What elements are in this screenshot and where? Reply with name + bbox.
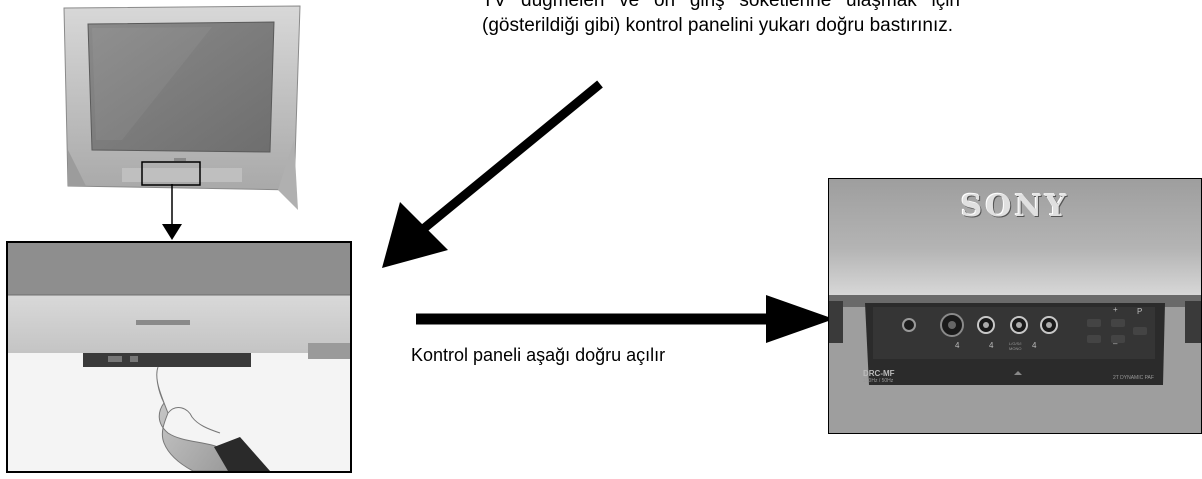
audio-mono-label: L/G/S/I MONO — [1009, 341, 1022, 351]
minus-label: – — [1113, 339, 1118, 348]
program-p-label: P — [1137, 307, 1143, 316]
model-label: DRC-MF — [863, 369, 895, 378]
input-4-audio-label: 4 — [1032, 341, 1037, 350]
panel-caption: Kontrol paneli aşağı doğru açılır — [411, 345, 666, 365]
panel-closeup-photo — [6, 241, 352, 473]
sony-control-panel-photo: SONY DRC-MF 100Hz / 50Hz 2T DYNAMIC PAF … — [828, 178, 1202, 434]
sony-logo: SONY — [960, 189, 1070, 224]
right-panel-label: 2T DYNAMIC PAF — [1113, 375, 1154, 381]
down-arrow — [162, 184, 182, 240]
instruction-text: TV düğmeleri ve ön giriş soketlerine ula… — [482, 0, 960, 36]
horizontal-arrow — [416, 295, 834, 343]
diagonal-arrow — [382, 80, 603, 268]
input-4-video-label: 4 — [989, 341, 994, 350]
model-sub-label: 100Hz / 50Hz — [863, 378, 894, 384]
plus-label: + — [1113, 305, 1118, 314]
input-4-svideo-label: 4 — [955, 341, 960, 350]
tv-thumbnail — [63, 5, 301, 210]
